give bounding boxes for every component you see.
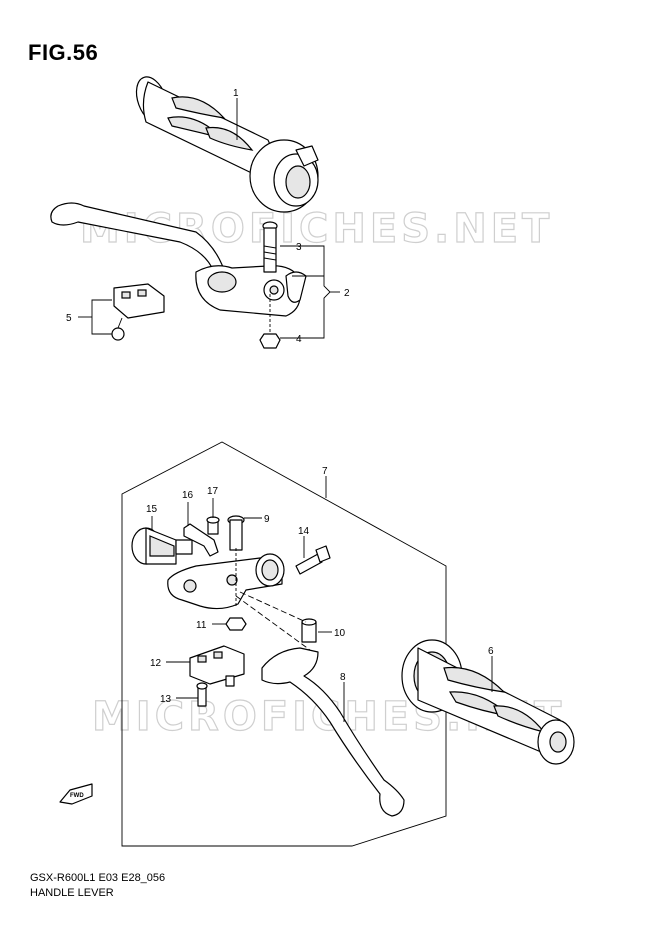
lever-assembly-part-2 xyxy=(50,202,307,317)
throttle-grip-part-1 xyxy=(135,76,319,213)
callout-1: 1 xyxy=(233,88,239,99)
pivot-pin-part-9 xyxy=(227,515,245,551)
callout-9: 9 xyxy=(264,514,270,525)
brake-lever-part-8 xyxy=(261,647,405,817)
collar-part-10 xyxy=(301,618,317,643)
switch-part-12 xyxy=(189,645,245,687)
assembly-outline-part-7 xyxy=(121,441,447,847)
callout-17: 17 xyxy=(207,486,219,497)
callout-16: 16 xyxy=(182,490,194,501)
callout-15: 15 xyxy=(146,504,158,515)
figure-name: HANDLE LEVER xyxy=(30,887,114,899)
switch-part-5 xyxy=(111,283,165,341)
callout-5: 5 xyxy=(66,313,72,324)
callout-8: 8 xyxy=(340,672,346,683)
callout-14: 14 xyxy=(298,526,310,537)
bolt-part-14 xyxy=(295,545,331,575)
callout-4: 4 xyxy=(296,334,302,345)
callout-2: 2 xyxy=(344,288,350,299)
nut-part-4 xyxy=(259,294,281,349)
bolt-part-3 xyxy=(262,221,278,273)
figure-title: FIG.56 xyxy=(28,40,99,65)
callout-6: 6 xyxy=(488,646,494,657)
handle-grip-part-6 xyxy=(401,639,575,765)
screw-part-13 xyxy=(196,682,208,707)
fwd-arrow-icon: FWD xyxy=(59,783,93,805)
callout-13: 13 xyxy=(160,694,172,705)
callout-11: 11 xyxy=(196,620,207,631)
adjuster-knob-part-15 xyxy=(131,527,193,565)
lever-bracket xyxy=(167,553,285,610)
callout-10: 10 xyxy=(334,628,346,639)
callout-12: 12 xyxy=(150,658,162,669)
fwd-label: FWD xyxy=(70,793,84,799)
figure-code: GSX-R600L1 E03 E28_056 xyxy=(30,872,166,884)
callout-7: 7 xyxy=(322,466,328,477)
callout-3: 3 xyxy=(296,242,302,253)
spring-clip-part-16 xyxy=(183,523,219,557)
nut-part-11 xyxy=(225,617,247,631)
screw-part-17 xyxy=(206,516,220,535)
